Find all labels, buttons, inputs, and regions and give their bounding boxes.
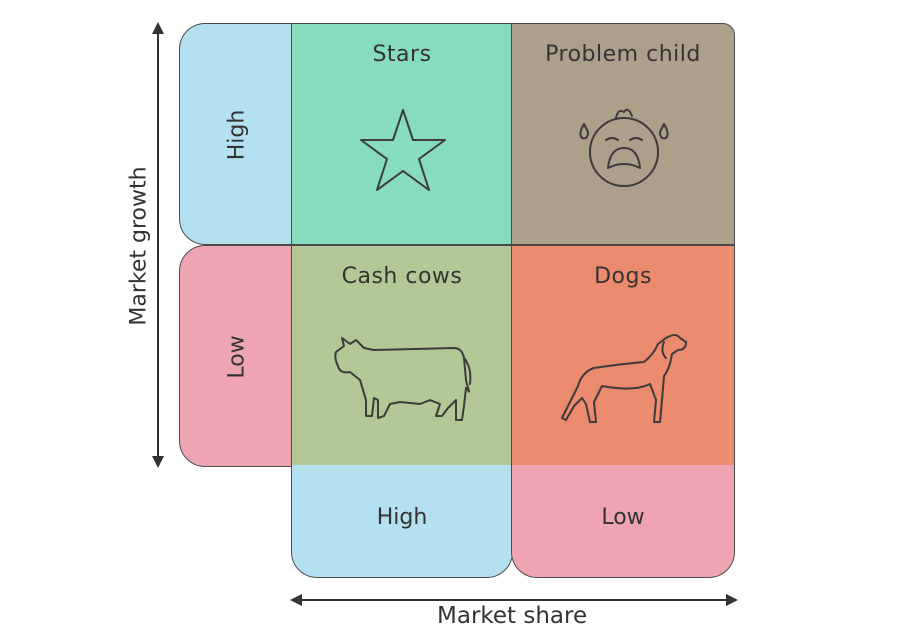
x-axis-label: Market share — [437, 603, 588, 629]
y-axis-arrow — [152, 22, 164, 468]
column-tab-high: High — [291, 465, 513, 578]
crying-face-icon — [579, 108, 669, 187]
quadrant-problem-child: Problem child — [511, 23, 735, 245]
column-label-low: Low — [601, 505, 645, 530]
quadrant-title-dogs: Dogs — [594, 264, 652, 289]
quadrant-title-stars: Stars — [372, 42, 432, 67]
column-label-high: High — [376, 505, 428, 530]
row-tab-low: Low — [179, 245, 293, 467]
row-tab-high: High — [179, 23, 293, 245]
quadrant-cash-cows: Cash cows — [291, 245, 513, 467]
row-label-low: Low — [224, 335, 250, 379]
cow-icon — [334, 337, 472, 421]
column-tab-low: Low — [511, 465, 735, 578]
quadrant-dogs: Dogs — [511, 245, 735, 467]
quadrant-title-cash-cows: Cash cows — [341, 264, 463, 289]
y-axis-label: Market growth — [126, 166, 152, 326]
quadrant-stars: Stars — [291, 23, 513, 245]
x-axis-arrow — [290, 594, 738, 606]
quadrant-title-problem-child: Problem child — [545, 42, 701, 67]
row-label-high: High — [224, 109, 250, 161]
dog-icon — [561, 334, 687, 423]
star-icon — [360, 109, 446, 191]
